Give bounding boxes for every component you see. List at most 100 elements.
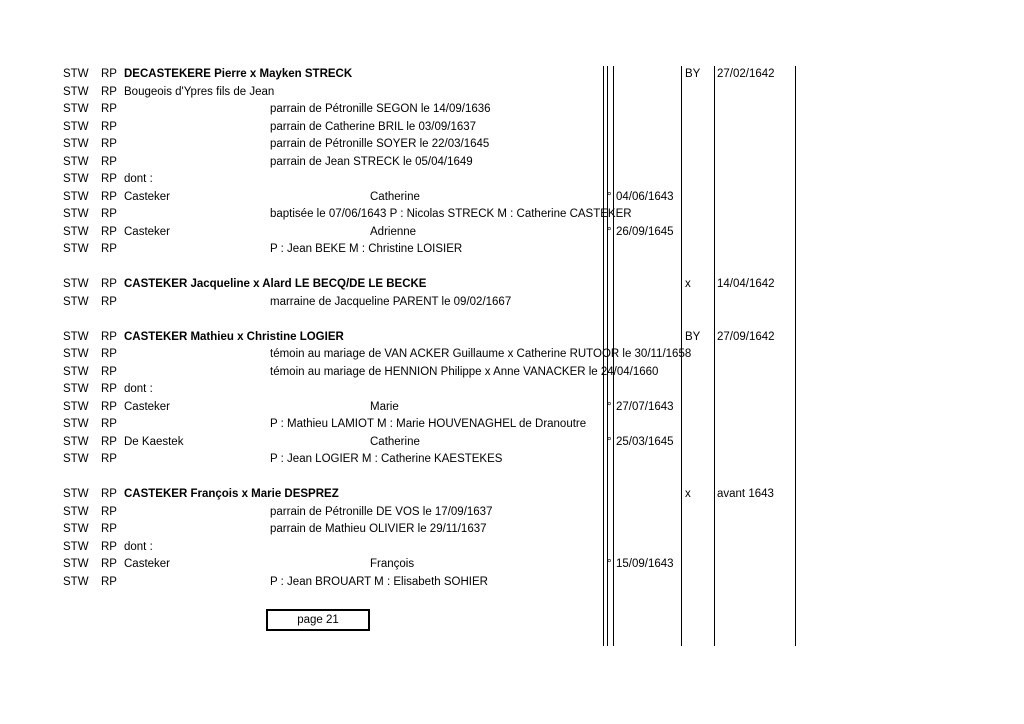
cell-src: STW [63, 190, 89, 203]
cell-bmark: ° [607, 190, 612, 203]
cell-src: STW [63, 348, 89, 360]
cell-rp: RP [101, 523, 117, 535]
cell-src: STW [63, 383, 89, 395]
cell-rp: RP [101, 400, 117, 413]
cell-rp: RP [101, 330, 117, 343]
cell-first: Adrienne [370, 225, 417, 238]
cell-note: P : Jean BEKE M : Christine LOISIER [270, 243, 463, 255]
cell-src: STW [63, 435, 89, 448]
cell-src: STW [63, 85, 89, 98]
record-row: STW RP parrain de Mathieu OLIVIER le 29/11… [0, 521, 1024, 538]
record-row: STW RP parrain de Jean STRECK le 05/04/164… [0, 154, 1024, 171]
cell-note: P : Jean LOGIER M : Catherine KAESTEKES [270, 453, 503, 465]
cell-note: parrain de Catherine BRIL le 03/09/1637 [270, 120, 477, 133]
cell-rp: RP [101, 453, 117, 465]
cell-note: parrain de Jean STRECK le 05/04/1649 [270, 155, 473, 168]
cell-src: STW [63, 120, 89, 133]
cell-rp: RP [101, 243, 117, 255]
cell-rp: RP [101, 278, 117, 290]
cell-mdate: 14/04/1642 [717, 278, 775, 290]
cell-bdate: 04/06/1643 [616, 190, 674, 203]
cell-rp: RP [101, 225, 117, 238]
cell-rp: RP [101, 208, 117, 220]
cell-rp: RP [101, 540, 117, 553]
cell-src: STW [63, 155, 89, 168]
cell-rp: RP [101, 155, 117, 168]
cell-note: baptisée le 07/06/1643 P : Nicolas STREC… [270, 208, 632, 220]
cell-prefix: Casteker [124, 190, 171, 203]
cell-note: témoin au mariage de VAN ACKER Guillaume… [270, 348, 692, 360]
cell-note: marraine de Jacqueline PARENT le 09/02/1… [270, 295, 512, 308]
cell-rp: RP [101, 85, 117, 98]
cell-rp: RP [101, 365, 117, 378]
cell-prefix: dont : [124, 173, 153, 185]
cell-prefix: dont : [124, 540, 153, 553]
cell-src: STW [63, 173, 89, 185]
record-row: STW RP dont : [0, 171, 1024, 188]
cell-src: STW [63, 418, 89, 430]
cell-mtag: x [685, 488, 691, 500]
cell-src: STW [63, 68, 89, 80]
cell-first: Catherine [370, 435, 420, 448]
cell-rp: RP [101, 138, 117, 150]
cell-bdate: 15/09/1643 [616, 558, 674, 570]
cell-src: STW [63, 540, 89, 553]
cell-src: STW [63, 365, 89, 378]
cell-src: STW [63, 225, 89, 238]
cell-mdate: 27/09/1642 [717, 330, 775, 343]
cell-rp: RP [101, 488, 117, 500]
cell-src: STW [63, 330, 89, 343]
record-row: STW RP dont : [0, 539, 1024, 556]
cell-bmark: ° [607, 225, 612, 238]
cell-mtag: BY [685, 330, 701, 343]
cell-rp: RP [101, 418, 117, 430]
cell-rp: RP [101, 173, 117, 185]
cell-mtag: BY [685, 68, 701, 80]
cell-mtag: x [685, 278, 691, 290]
cell-rp: RP [101, 68, 117, 80]
cell-note: parrain de Mathieu OLIVIER le 29/11/1637 [270, 523, 487, 535]
cell-src: STW [63, 575, 89, 588]
cell-first: Marie [370, 400, 399, 413]
cell-src: STW [63, 138, 89, 150]
cell-rp: RP [101, 558, 117, 570]
cell-src: STW [63, 400, 89, 413]
cell-first: Catherine [370, 190, 420, 203]
cell-src: STW [63, 208, 89, 220]
cell-src: STW [63, 505, 89, 518]
cell-rp: RP [101, 295, 117, 308]
column-rule [795, 66, 796, 646]
cell-prefix: Casteker [124, 400, 171, 413]
column-rule [607, 66, 608, 646]
cell-mdate: avant 1643 [717, 488, 774, 500]
record-row: STW RP Bougeois d'Ypres fils de Jean [0, 84, 1024, 101]
cell-note: P : Mathieu LAMIOT M : Marie HOUVENAGHEL… [270, 418, 587, 430]
column-rule [681, 66, 682, 646]
cell-prefix: Bougeois d'Ypres fils de Jean [124, 85, 275, 98]
cell-src: STW [63, 488, 89, 500]
cell-note: parrain de Pétronille SOYER le 22/03/164… [270, 138, 490, 150]
cell-prefix: Casteker [124, 558, 171, 570]
cell-bdate: 25/03/1645 [616, 435, 674, 448]
cell-note: parrain de Pétronille SEGON le 14/09/163… [270, 103, 491, 115]
cell-rp: RP [101, 505, 117, 518]
cell-src: STW [63, 523, 89, 535]
cell-first: François [370, 558, 415, 570]
